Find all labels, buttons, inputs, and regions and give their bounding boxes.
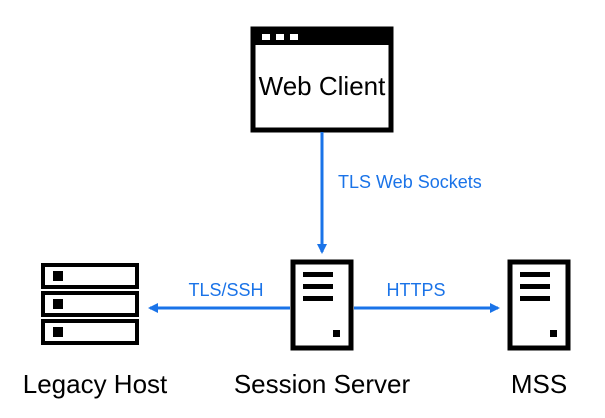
- edge-session-to-legacy: TLS/SSH: [148, 280, 290, 313]
- legacy-host-node: Legacy Host: [23, 263, 168, 399]
- mss-label: MSS: [511, 369, 567, 399]
- server-rack-icon: [41, 263, 139, 345]
- edge-label-https: HTTPS: [386, 280, 445, 300]
- server-tower-icon: [507, 259, 571, 351]
- legacy-host-label: Legacy Host: [23, 369, 168, 399]
- mss-node: MSS: [507, 259, 571, 399]
- session-server-node: Session Server: [234, 259, 411, 399]
- edge-label-tls-websockets: TLS Web Sockets: [338, 172, 482, 192]
- edge-label-tls-ssh: TLS/SSH: [188, 280, 263, 300]
- server-tower-icon: [290, 259, 354, 351]
- web-client-node: Web Client: [250, 26, 394, 133]
- web-client-label: Web Client: [259, 71, 386, 101]
- browser-window-icon: [250, 26, 394, 133]
- session-server-label: Session Server: [234, 369, 411, 399]
- edge-client-to-session: TLS Web Sockets: [317, 132, 482, 254]
- edge-session-to-mss: HTTPS: [354, 280, 500, 313]
